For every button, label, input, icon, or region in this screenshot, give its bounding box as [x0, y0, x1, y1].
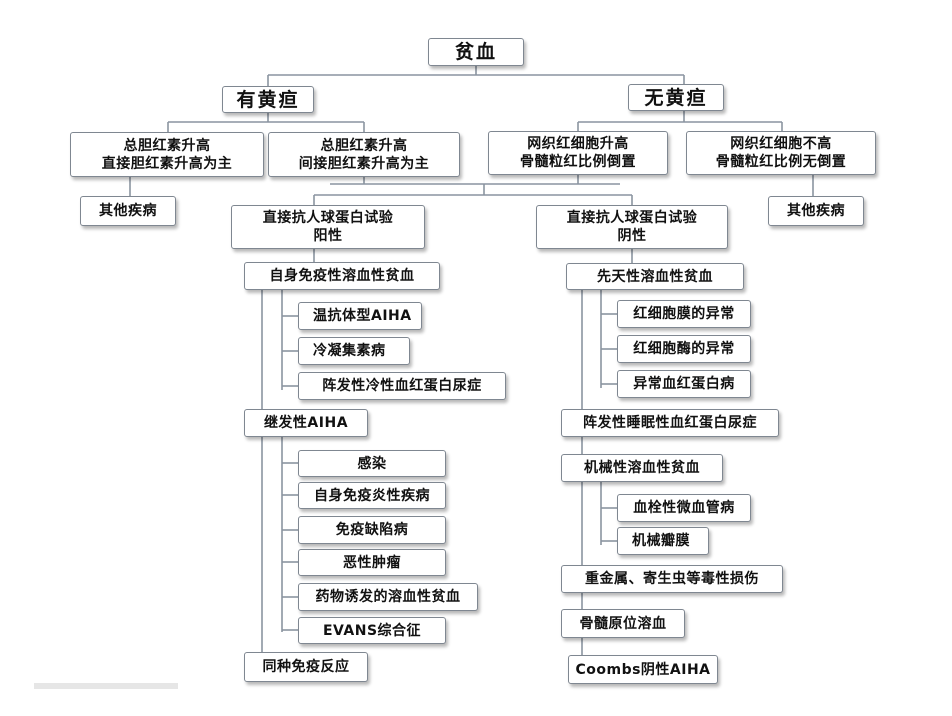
- node-rbc-membrane-abnormality: 红细胞膜的异常: [617, 300, 751, 328]
- node-line: 阳性: [313, 228, 343, 244]
- node-line: 骨髓粒红比例无倒置: [715, 154, 847, 170]
- node-infection: 感染: [298, 450, 446, 477]
- node-line: 直接抗人球蛋白试验: [566, 210, 698, 226]
- node-line: 总胆红素升高: [123, 137, 211, 154]
- node-other-diseases-left: 其他疾病: [80, 196, 176, 226]
- node-autoimmune-hemolytic-anemia: 自身免疫性溶血性贫血: [244, 262, 440, 290]
- node-mechanical-valve: 机械瓣膜: [617, 527, 709, 555]
- node-line: 间接胆红素升高为主: [298, 155, 430, 172]
- node-coombs-positive: 直接抗人球蛋白试验 阳性: [231, 205, 425, 249]
- branch-jaundice: 有黄疸: [222, 86, 314, 113]
- node-line: 阴性: [617, 228, 647, 244]
- node-bone-marrow-hemolysis: 骨髓原位溶血: [561, 609, 685, 638]
- node-drug-induced-hemolytic-anemia: 药物诱发的溶血性贫血: [298, 583, 478, 611]
- node-warm-antibody-aiha: 温抗体型AIHA: [298, 302, 422, 330]
- node-immunodeficiency: 免疫缺陷病: [298, 516, 446, 544]
- node-cold-agglutinin-disease: 冷凝集素病: [298, 337, 410, 365]
- node-congenital-hemolytic-anemia: 先天性溶血性贫血: [566, 263, 744, 290]
- node-paroxysmal-cold-hemoglobinuria: 阵发性冷性血红蛋白尿症: [298, 372, 506, 400]
- node-autoimmune-inflammatory-disease: 自身免疫炎性疾病: [298, 482, 446, 509]
- node-line: 网织红细胞不高: [730, 136, 832, 152]
- node-reticulocyte-not-high: 网织红细胞不高 骨髓粒红比例无倒置: [686, 131, 876, 175]
- node-evans-syndrome: EVANS综合征: [298, 617, 446, 644]
- node-hemoglobinopathy: 异常血红蛋白病: [617, 370, 751, 398]
- node-rbc-enzyme-abnormality: 红细胞酶的异常: [617, 335, 751, 363]
- node-mechanical-hemolytic-anemia: 机械性溶血性贫血: [561, 454, 723, 482]
- node-line: 直接胆红素升高为主: [101, 155, 233, 172]
- scroll-indicator-bar: [34, 683, 178, 689]
- node-pnh: 阵发性睡眠性血红蛋白尿症: [561, 409, 779, 437]
- node-line: 网织红细胞升高: [527, 136, 629, 152]
- root-node-anemia: 贫血: [428, 38, 524, 66]
- node-reticulocyte-high: 网织红细胞升高 骨髓粒红比例倒置: [488, 131, 668, 175]
- node-thrombotic-microangiopathy: 血栓性微血管病: [617, 494, 751, 522]
- node-coombs-negative: 直接抗人球蛋白试验 阴性: [536, 205, 728, 249]
- node-alloimmune-reaction: 同种免疫反应: [244, 652, 368, 682]
- branch-no-jaundice: 无黄疸: [628, 84, 724, 111]
- node-line: 总胆红素升高: [320, 137, 408, 154]
- node-indirect-bilirubin: 总胆红素升高 间接胆红素升高为主: [268, 132, 460, 177]
- node-line: 骨髓粒红比例倒置: [520, 154, 636, 170]
- node-malignant-tumor: 恶性肿瘤: [298, 549, 446, 576]
- node-line: 直接抗人球蛋白试验: [262, 210, 394, 226]
- node-direct-bilirubin: 总胆红素升高 直接胆红素升高为主: [70, 132, 264, 177]
- node-other-diseases-right: 其他疾病: [768, 196, 864, 226]
- node-secondary-aiha: 继发性AIHA: [244, 409, 368, 437]
- node-toxic-injury: 重金属、寄生虫等毒性损伤: [561, 565, 783, 593]
- node-coombs-negative-aiha: Coombs阴性AIHA: [568, 655, 718, 684]
